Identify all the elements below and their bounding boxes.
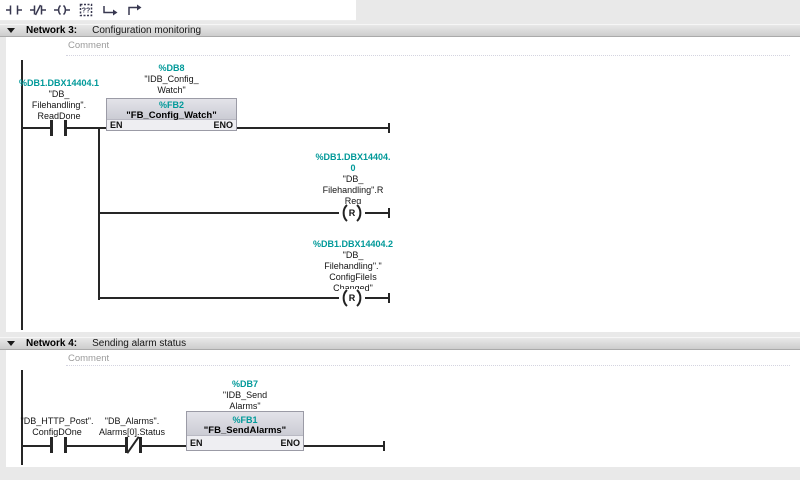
wire bbox=[304, 445, 384, 447]
fb-call-header: %FB2 "FB_Config_Watch" bbox=[107, 99, 236, 121]
network-title: Network 4: bbox=[26, 338, 78, 349]
fb-call-box[interactable]: %FB1 "FB_SendAlarms" EN ENO bbox=[186, 411, 304, 451]
operand-address[interactable]: %DB1.DBX14404.2 bbox=[312, 239, 394, 249]
wire bbox=[142, 445, 186, 447]
comment-underline bbox=[66, 55, 790, 56]
rung-terminal bbox=[383, 441, 385, 451]
reset-coil-icon[interactable]: R bbox=[339, 289, 365, 307]
wire bbox=[67, 445, 126, 447]
network-subtitle: Sending alarm status bbox=[92, 338, 187, 349]
no-contact-icon[interactable] bbox=[64, 120, 67, 136]
network-title: Network 3: bbox=[26, 25, 78, 36]
comment-placeholder[interactable]: Comment bbox=[68, 40, 110, 51]
instance-db-operand[interactable]: %DB8 "IDB_Config_ Watch" bbox=[106, 63, 237, 96]
wire bbox=[98, 212, 339, 214]
fb-io-row: EN ENO bbox=[107, 120, 236, 130]
network-subtitle: Configuration monitoring bbox=[92, 25, 202, 36]
nc-contact-slash bbox=[126, 436, 140, 454]
fb-name: "FB_Config_Watch" bbox=[126, 110, 217, 121]
contact-operand[interactable]: "DB_HTTP_Post". ConfigDOne bbox=[11, 416, 103, 438]
operand-address[interactable]: %DB1.DBX14404.1 bbox=[18, 78, 100, 88]
nc-contact-icon[interactable] bbox=[125, 437, 128, 453]
contact-operand[interactable]: %DB1.DBX14404.1 "DB_ Filehandling". Read… bbox=[8, 78, 110, 122]
collapse-arrow-icon[interactable] bbox=[7, 28, 15, 33]
operand-symbol[interactable]: "DB_ Filehandling".R Req bbox=[322, 174, 384, 206]
coil-operand[interactable]: %DB1.DBX14404.2 "DB_ Filehandling"." Con… bbox=[298, 239, 408, 294]
fb-call-header: %FB1 "FB_SendAlarms" bbox=[187, 412, 303, 436]
svg-text:??: ?? bbox=[82, 8, 91, 15]
wire bbox=[365, 297, 389, 299]
empty-box-icon[interactable]: ?? bbox=[75, 0, 97, 20]
nc-contact-icon[interactable] bbox=[139, 437, 142, 453]
collapse-arrow-icon[interactable] bbox=[7, 341, 15, 346]
comment-placeholder[interactable]: Comment bbox=[68, 353, 110, 364]
fb-name: "FB_SendAlarms" bbox=[203, 425, 287, 436]
instance-db-operand[interactable]: %DB7 "IDB_Send Alarms" bbox=[180, 379, 310, 412]
fb-call-box[interactable]: %FB2 "FB_Config_Watch" EN ENO bbox=[106, 98, 237, 131]
operand-symbol[interactable]: "IDB_Config_ Watch" bbox=[144, 74, 199, 95]
rung-terminal bbox=[388, 293, 390, 303]
wire bbox=[67, 127, 106, 129]
network-4-comment[interactable]: Comment bbox=[6, 350, 800, 368]
fb-io-row: EN ENO bbox=[187, 436, 303, 450]
no-contact-icon[interactable] bbox=[50, 437, 53, 453]
operand-symbol[interactable]: "DB_ Filehandling". ReadDone bbox=[31, 89, 87, 121]
wire bbox=[98, 297, 339, 299]
network-separator bbox=[0, 332, 800, 337]
wire bbox=[237, 127, 389, 129]
wire bbox=[21, 445, 51, 447]
no-contact-icon[interactable] bbox=[64, 437, 67, 453]
toolbar-panel: ?? bbox=[0, 0, 356, 21]
open-contact-icon[interactable] bbox=[3, 0, 25, 20]
operand-symbol[interactable]: "DB_HTTP_Post". ConfigDOne bbox=[20, 416, 94, 437]
power-rail bbox=[21, 60, 23, 330]
network-3-comment[interactable]: Comment bbox=[6, 37, 800, 58]
operand-address[interactable]: %DB8 bbox=[158, 63, 185, 73]
open-branch-icon[interactable] bbox=[99, 0, 121, 20]
no-contact-icon[interactable] bbox=[50, 120, 53, 136]
network-3-ladder: %DB1.DBX14404.1 "DB_ Filehandling". Read… bbox=[6, 58, 800, 332]
network-3: Network 3: Configuration monitoring Comm… bbox=[0, 24, 800, 332]
wire bbox=[365, 212, 389, 214]
close-branch-icon[interactable] bbox=[123, 0, 145, 20]
coil-operand[interactable]: %DB1.DBX14404. 0 "DB_ Filehandling".R Re… bbox=[298, 152, 408, 207]
power-rail bbox=[21, 370, 23, 465]
network-4-ladder: "DB_HTTP_Post". ConfigDOne "DB_Alarms". … bbox=[6, 368, 800, 467]
coil-operation: R bbox=[348, 293, 356, 303]
en-pin[interactable]: EN bbox=[110, 120, 123, 130]
rung-terminal bbox=[388, 208, 390, 218]
operand-symbol[interactable]: "IDB_Send Alarms" bbox=[222, 390, 268, 411]
operand-address[interactable]: %DB7 bbox=[231, 379, 258, 389]
network-4-header[interactable]: Network 4: Sending alarm status bbox=[0, 337, 800, 350]
contact-operand[interactable]: "DB_Alarms". Alarms[0].Status bbox=[82, 416, 182, 438]
fb-type: %FB1 bbox=[232, 415, 258, 425]
coil-icon[interactable] bbox=[51, 0, 73, 20]
closed-contact-icon[interactable] bbox=[27, 0, 49, 20]
reset-coil-icon[interactable]: R bbox=[339, 204, 365, 222]
bottom-background bbox=[0, 467, 800, 480]
eno-pin[interactable]: ENO bbox=[213, 120, 233, 130]
eno-pin[interactable]: ENO bbox=[280, 438, 300, 448]
coil-operation: R bbox=[348, 208, 356, 218]
network-4: Network 4: Sending alarm status Comment … bbox=[0, 337, 800, 467]
wire bbox=[21, 127, 51, 129]
rung-terminal bbox=[388, 123, 390, 133]
favorites-toolbar: ?? bbox=[0, 0, 800, 21]
fb-type: %FB2 bbox=[158, 100, 184, 110]
toolbar-gap bbox=[0, 21, 800, 24]
operand-symbol[interactable]: "DB_ Filehandling"." ConfigFileIs Change… bbox=[324, 250, 382, 293]
network-3-header[interactable]: Network 3: Configuration monitoring bbox=[0, 24, 800, 37]
operand-address[interactable]: %DB1.DBX14404. 0 bbox=[315, 152, 391, 173]
en-pin[interactable]: EN bbox=[190, 438, 203, 448]
comment-underline bbox=[66, 365, 790, 366]
operand-symbol[interactable]: "DB_Alarms". Alarms[0].Status bbox=[98, 416, 166, 437]
